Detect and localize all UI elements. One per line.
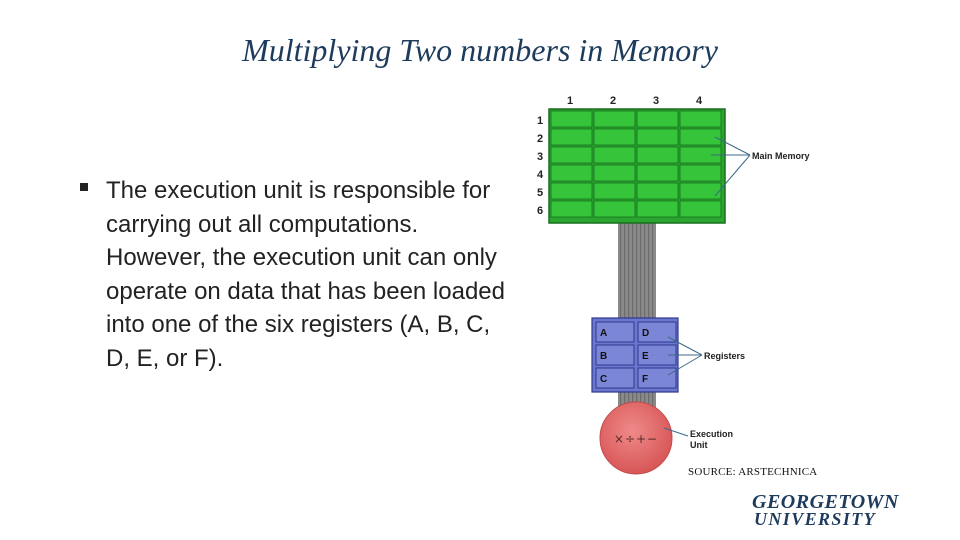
main-memory-pointer-lines [711,136,751,197]
memory-cell [679,200,722,218]
register-label: F [642,374,648,385]
registers-label: Registers [704,351,745,361]
memory-cell [636,182,679,200]
memory-cell [593,128,636,146]
memory-cell [550,110,593,128]
memory-cell [550,182,593,200]
execution-unit-label-line2: Unit [690,440,708,450]
memory-cell [679,128,722,146]
register-cell [595,367,635,389]
row-number: 2 [537,133,543,145]
memory-cell [636,200,679,218]
register-label: D [642,328,649,339]
register-cell [637,321,677,343]
slide-title: Multiplying Two numbers in Memory [242,32,718,68]
execution-unit-pointer-line [663,427,689,437]
column-number: 3 [653,95,659,107]
memory-cell [679,110,722,128]
memory-cell [550,146,593,164]
register-cell [595,321,635,343]
row-number: 1 [537,115,543,127]
register-label: E [642,351,649,362]
row-number: 5 [537,187,543,199]
register-label: B [600,351,607,362]
column-number: 4 [696,95,703,107]
register-label: A [600,328,607,339]
row-number: 6 [537,205,543,217]
bullet-text: The execution unit is responsible for ca… [106,177,505,372]
memory-cell [636,110,679,128]
registers-pointer-lines [667,336,703,376]
main-memory-grid [548,108,726,224]
execution-unit-symbols: ×÷+− [614,432,658,446]
memory-cell [636,128,679,146]
column-number: 1 [567,95,573,107]
memory-cell [679,182,722,200]
georgetown-logo: GEORGETOWN UNIVERSITY [752,491,899,529]
memory-cell [550,128,593,146]
memory-cell [636,164,679,182]
memory-cell [679,164,722,182]
memory-register-bus [618,222,656,320]
memory-cell [593,110,636,128]
register-cell [637,367,677,389]
register-label: C [600,374,607,385]
memory-cell [550,200,593,218]
memory-cell [593,146,636,164]
memory-cell [550,164,593,182]
memory-cell [593,200,636,218]
bullet-square-icon [80,183,88,191]
memory-cell [593,164,636,182]
register-cell [595,344,635,366]
bullet-item: The execution unit is responsible for ca… [80,174,510,375]
row-number: 4 [537,169,544,181]
main-memory-label: Main Memory [752,151,810,161]
logo-line-1: GEORGETOWN [752,491,899,513]
column-number: 2 [610,95,616,107]
register-file: A D B E C F [591,317,679,393]
logo-line-2: UNIVERSITY [754,509,877,529]
memory-cell [636,146,679,164]
execution-unit-label-line1: Execution [690,429,733,439]
source-credit: SOURCE: ARSTECHNICA [688,466,818,478]
row-number: 3 [537,151,543,163]
execution-unit [599,401,673,475]
memory-cell [593,182,636,200]
